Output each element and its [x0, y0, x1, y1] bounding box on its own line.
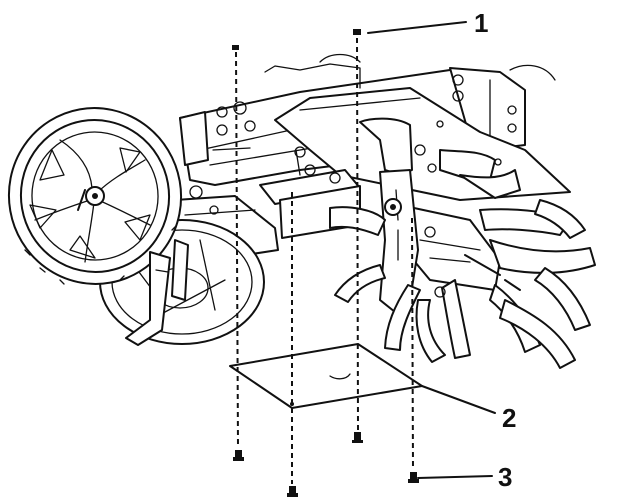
tiller-tines — [329, 117, 596, 369]
wheel-fork — [125, 239, 189, 346]
callout-2-guard-plate: 2 — [502, 403, 517, 433]
tine-shield-cover — [274, 87, 571, 201]
bolt-top-center — [353, 29, 361, 35]
leader-line-3 — [417, 475, 493, 479]
callout-3-nut: 3 — [498, 462, 513, 492]
callout-1-bolt: 1 — [474, 8, 489, 38]
alignment-lines — [235, 37, 414, 484]
leader-line-1 — [367, 21, 467, 34]
leader-line-2 — [421, 385, 496, 414]
bolts — [232, 29, 363, 443]
leader-lines — [367, 21, 496, 479]
guard-plate — [229, 343, 423, 409]
nuts — [233, 450, 419, 497]
bolt-top-left — [232, 45, 239, 50]
bolt-bottom-center — [352, 432, 363, 443]
transport-wheel — [7, 107, 183, 285]
